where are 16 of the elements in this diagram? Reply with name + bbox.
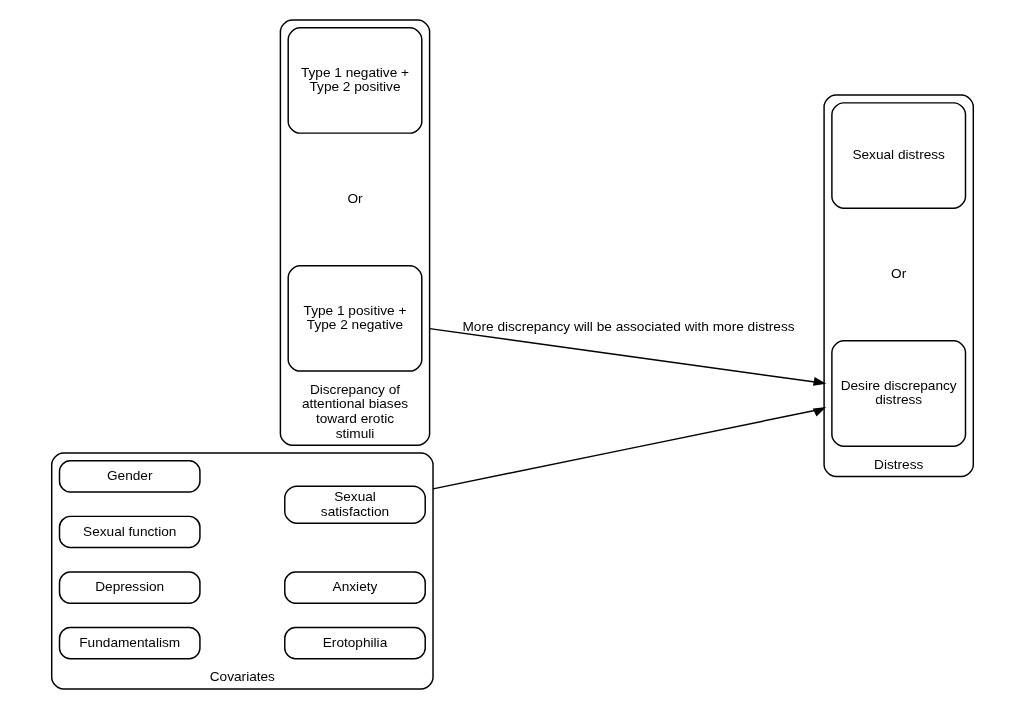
node-box: Depression [58, 571, 201, 604]
node-box: Sexual satisfaction [284, 485, 426, 524]
node-box: Sexual distress [831, 102, 967, 209]
node-box: Desire discrepancy distress [831, 340, 967, 447]
node-box: Sexual function [58, 515, 201, 549]
node-box: Type 1 negative + Type 2 positive [287, 27, 423, 134]
node-box: Fundamentalism [58, 626, 201, 660]
label: Or [891, 266, 907, 282]
arrow [428, 327, 827, 386]
node-box: Erotophilia [284, 626, 426, 660]
edge-label: More discrepancy will be associated with more distress [462, 319, 795, 335]
node-box: Gender [58, 460, 201, 493]
label: Or [347, 191, 363, 207]
node-box: Anxiety [284, 571, 426, 604]
node-box: Type 1 positive + Type 2 negative [287, 265, 423, 372]
arrow [432, 407, 827, 490]
